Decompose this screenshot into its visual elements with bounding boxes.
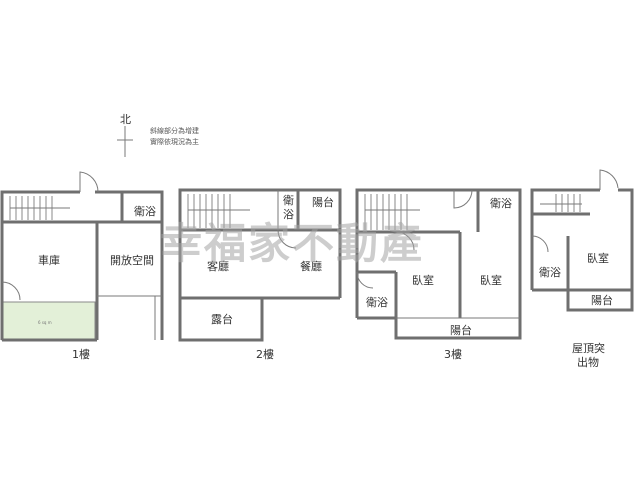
door-swing-icon (395, 231, 415, 251)
room-bathroom: 衛浴 (539, 266, 561, 279)
stair-icon (187, 194, 250, 228)
room-bedroom-a: 臥室 (412, 273, 434, 287)
room-bedroom-b: 臥室 (480, 273, 502, 287)
legend-line-2: 實際依現況為主 (150, 137, 199, 146)
room-living: 客廳 (207, 259, 229, 273)
door-swing-icon (1, 281, 21, 301)
room-garage: 車庫 (38, 253, 60, 267)
stair-icon (364, 194, 420, 230)
north-compass: 北 (117, 113, 133, 157)
floor-1-plan: 6 sq m 車庫 開放空間 衛浴 1樓 (0, 171, 164, 361)
room-open-space: 開放空間 (110, 253, 154, 267)
door-swing-icon (277, 229, 297, 249)
room-bathroom: 衛 (283, 194, 294, 207)
door-swing-icon (79, 171, 99, 193)
room-balcony: 陽台 (450, 323, 472, 337)
room-dining: 餐廳 (300, 259, 322, 273)
room-balcony: 陽台 (591, 293, 613, 307)
stair-icon (540, 194, 582, 212)
room-bathroom-b: 衛浴 (490, 197, 512, 210)
room-bathroom: 衛浴 (134, 205, 156, 218)
door-swing-icon (453, 189, 473, 209)
floor-2-plan: 客廳 餐廳 衛 浴 陽台 露台 2樓 (178, 188, 342, 361)
room-bathroom-a: 衛浴 (366, 296, 388, 309)
door-swing-icon (356, 271, 374, 289)
roof-plan: 臥室 衛浴 陽台 屋頂突 出物 (530, 169, 634, 369)
roof-label-line-1: 屋頂突 (572, 341, 605, 355)
roof-label-line-2: 出物 (577, 355, 599, 369)
watermark-logo: 幸福家不動產 (160, 219, 424, 268)
floor-3-label: 3樓 (444, 347, 462, 361)
door-swing-icon (531, 235, 549, 253)
stair-icon (9, 196, 70, 220)
room-balcony: 陽台 (312, 195, 334, 209)
floor-1-label: 1樓 (72, 347, 90, 361)
floor-3-plan: 臥室 臥室 衛浴 衛浴 陽台 3樓 (355, 188, 522, 361)
legend-line-1: 斜線部分為增建 (150, 126, 199, 135)
door-swing-icon (599, 169, 619, 190)
room-terrace: 露台 (211, 312, 233, 326)
floor-2-label: 2樓 (256, 347, 274, 361)
area-note: 6 sq m (38, 320, 52, 325)
room-bedroom: 臥室 (587, 251, 609, 265)
room-bathroom-2nd-char: 浴 (283, 208, 294, 221)
north-label: 北 (120, 113, 131, 126)
